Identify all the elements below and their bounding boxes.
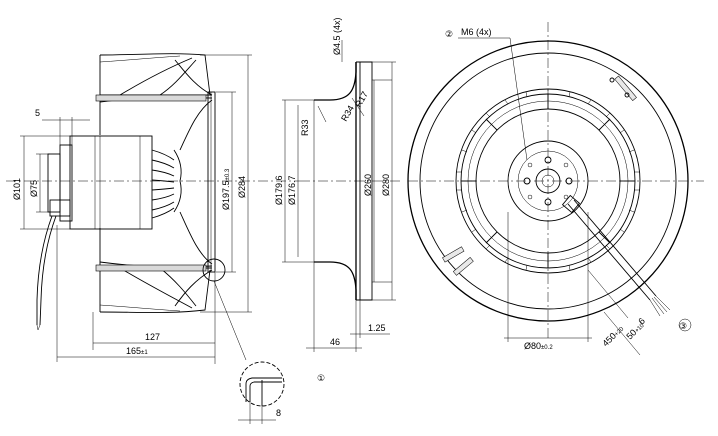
- dim-d176: Ø176.7: [287, 175, 297, 205]
- dim-450: 450+20: [600, 323, 625, 348]
- impeller-upper: [95, 53, 213, 151]
- impeller-lower: [95, 211, 213, 313]
- mounting-holes: [523, 156, 573, 206]
- callout-2: ②: [445, 29, 453, 39]
- motor-fins: [151, 149, 182, 219]
- blade-ticks: [456, 89, 640, 271]
- dim-d75: Ø75: [29, 180, 39, 197]
- dim-d80: Ø80±0.2: [524, 341, 553, 351]
- dim-r33: R33: [300, 119, 310, 136]
- detail-view: 8 ①: [238, 361, 325, 424]
- ring-section: Ø4.5 (4x) R17 R33 R34 Ø179.6 Ø176.7 Ø260…: [274, 17, 400, 352]
- dim-d284: Ø284: [237, 176, 247, 198]
- thread-label: M6 (4x): [461, 27, 492, 37]
- spokes: [461, 94, 635, 268]
- dim-46: 46: [330, 337, 340, 347]
- motor-housing: [69, 135, 153, 230]
- cable: [36, 199, 71, 331]
- dim-d260: Ø260: [363, 174, 373, 196]
- detail-callout: ①: [317, 373, 325, 383]
- dim-165: 165±1: [126, 346, 148, 356]
- dim-d280: Ø280: [381, 174, 391, 196]
- callout-3: ③: [679, 321, 687, 331]
- outer-ring: [407, 40, 689, 322]
- dim-1-25: 1.25: [368, 323, 386, 333]
- side-view: 5 Ø101 Ø75 Ø197.5±0.3 Ø284 127 165±1: [6, 53, 300, 364]
- dim-d179: Ø179.6: [274, 175, 284, 205]
- dim-hole: Ø4.5 (4x): [332, 17, 342, 55]
- dim-d101: Ø101: [12, 178, 22, 200]
- dim-6: 6: [636, 316, 647, 327]
- front-view: ② M6 (4x) Ø80±0.2 450+20 50+10 6 ③: [407, 22, 704, 356]
- detail-dim-8: 8: [276, 408, 281, 418]
- dim-r34: R34: [339, 104, 356, 123]
- front-cable: [561, 194, 671, 317]
- dim-d197: Ø197.5±0.3: [221, 168, 231, 210]
- dim-5: 5: [35, 108, 40, 118]
- dim-127: 127: [145, 332, 160, 342]
